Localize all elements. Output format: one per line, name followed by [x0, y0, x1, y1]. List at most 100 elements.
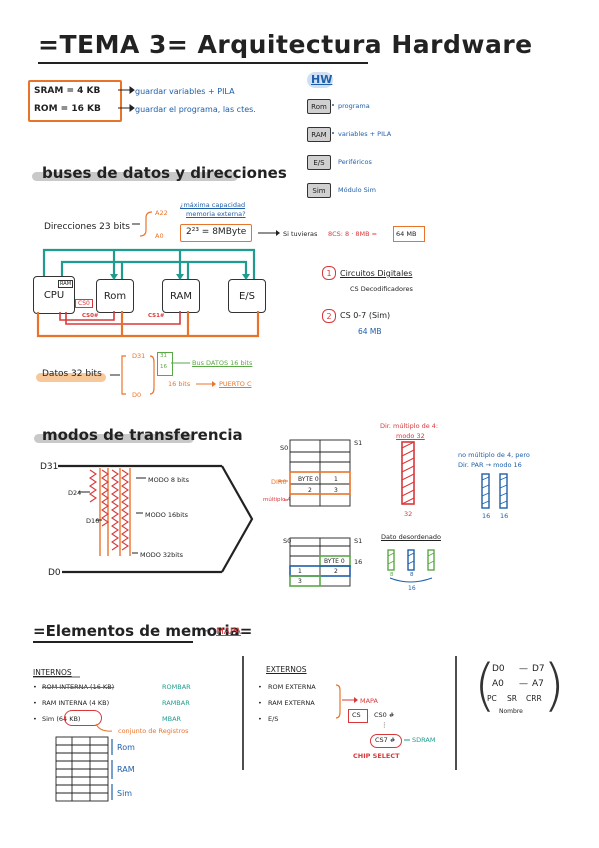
buses-heading-highlight [32, 172, 238, 181]
stack-rom: Rom [117, 743, 135, 752]
elements-heading: =Elementos de memoria= [33, 622, 253, 640]
grid2-cell-2: 2 [334, 568, 338, 575]
circ-2-title: CS 0-7 (Sim) [340, 311, 391, 320]
datos-label: Datos 32 bits [42, 369, 102, 379]
formula-box [180, 224, 252, 242]
grid2-cell-1: 1 [298, 568, 302, 575]
hw-desc-ram: variables + PILA [338, 130, 392, 138]
cs-calc: 8CS: 8 · 8MB = [328, 230, 378, 238]
max-question-1: ¿máxima capacidad [180, 201, 246, 209]
transfer-heading: modos de transferencia [42, 426, 243, 444]
dir-mult-2: modo 32 [396, 432, 425, 440]
chip-select: CHIP SELECT [353, 752, 400, 760]
grid1-cell-3: 3 [334, 487, 338, 494]
grid2-s1: S1 [354, 537, 363, 545]
internos-1-tag: RAMBAR [162, 699, 190, 707]
grid1-multiplo: múltiplo 4 [263, 497, 291, 503]
grid1-cell-0: BYTE 0 [298, 476, 319, 483]
cpu-ram-mini: RAM [58, 280, 74, 288]
sram-note: guardar variables + PILA [135, 87, 235, 96]
externos-mapa: MAPA [360, 697, 379, 705]
dato-desordenado: Dato desordenado [381, 533, 441, 541]
stack-ram: RAM [117, 765, 135, 774]
sdram-label: SDRAM [412, 736, 436, 744]
sram-size: SRAM = 4 KB [34, 86, 101, 96]
bus16-31: 31 [160, 353, 167, 359]
transfer-heading-highlight [34, 434, 194, 443]
grid1-s0: S0 [280, 444, 289, 452]
circ-1-number: 1 [322, 266, 336, 280]
hw-tag-sim: Sim [307, 183, 331, 198]
internos-0-tag: ROMBAR [162, 683, 191, 691]
hw-tag-ram: RAM [307, 127, 331, 142]
reg-crr: CRR [526, 694, 542, 703]
bar16b-label: 16 [500, 512, 509, 520]
grid2-cell-3: 3 [298, 578, 302, 585]
puerto-c: PUERTO C [219, 380, 252, 388]
stack-sim: Sim [117, 789, 133, 798]
cs-signal-0: CS0# [82, 313, 99, 319]
sim-circle [64, 710, 102, 726]
si-tuvieras: Si tuvieras [283, 230, 318, 238]
bus16-label: Bus DATOS 16 bits [192, 359, 253, 367]
reg-a0: A0 [492, 679, 504, 689]
block-ram-label: RAM [169, 290, 192, 302]
block-cpu-label: CPU [43, 289, 65, 301]
internos-2: Sim (64 KB) [42, 715, 81, 723]
page-title: =TEMA 3= Arquitectura Hardware [38, 30, 533, 59]
datos-d31: D31 [132, 352, 146, 360]
a0-label: A0 [155, 232, 164, 240]
no-mult-1: no múltiplo de 4, pero [458, 451, 530, 459]
bars2-label-0: 8 [390, 572, 394, 578]
bus16-box [157, 352, 173, 376]
cs7-label: CS7 # [375, 736, 396, 744]
datos-highlight [36, 373, 106, 382]
internos-title: INTERNOS [33, 668, 72, 677]
title-underline [38, 62, 368, 64]
block-rom-label: Rom [103, 290, 127, 302]
grid1-cell-2: 2 [308, 487, 312, 494]
externos-1: RAM EXTERNA [268, 699, 315, 707]
bits16-label: 16 bits [168, 380, 191, 388]
reg-d7: D7 [532, 664, 545, 674]
memory-sizes-box [28, 80, 122, 122]
dir-label: Direcciones 23 bits [44, 222, 130, 232]
rom-note: guardar el programa, las ctes. [135, 105, 256, 114]
externos-2: E/S [268, 715, 279, 723]
transfer-d0: D0 [48, 568, 61, 578]
transfer-modo16: MODO 16bits [145, 511, 189, 519]
conjunto-registros: conjunto de Registros [118, 727, 189, 735]
reg-d0: D0 [492, 664, 505, 674]
transfer-d31: D31 [40, 462, 59, 472]
formula: 2²³ = 8MByte [186, 227, 247, 237]
cs-box [348, 709, 368, 723]
internos-2-tag: MBAR [162, 715, 182, 723]
block-rom: Rom [96, 279, 134, 313]
circ-1-sub: CS Decodificadores [350, 285, 413, 293]
reg-a7: A7 [532, 679, 544, 689]
block-es: E/S [228, 279, 266, 313]
cs0-label: CS0 # [374, 711, 395, 719]
dir-mult-1: Dir. múltiplo de 4: [380, 422, 439, 430]
transfer-d24: D24 [68, 489, 82, 497]
grid2-cell-0: BYTE 0 [324, 558, 345, 565]
reg-pc: PC [487, 694, 497, 703]
grid2-s0: S0 [283, 537, 292, 545]
externos-0: ROM EXTERNA [268, 683, 316, 691]
grid1-s1: S1 [354, 439, 363, 447]
reg-sr: SR [507, 694, 517, 703]
bars2-label-2: 16 [408, 585, 416, 592]
bar16a-label: 16 [482, 512, 491, 520]
hw-tag-rom: Rom [307, 99, 331, 114]
transfer-modo32: MODO 32bits [140, 551, 184, 559]
circ-1-title: Circuitos Digitales [340, 269, 413, 278]
elements-mapa: MAPA [216, 627, 241, 637]
hw-desc-rom: programa [338, 102, 370, 110]
hw-heading: HW [311, 73, 333, 86]
externos-title: EXTERNOS [266, 665, 307, 674]
cs-result-box [393, 226, 425, 242]
internos-1: RAM INTERNA (4 KB) [42, 699, 110, 707]
bus16-16: 16 [160, 364, 167, 370]
block-ram: RAM [162, 279, 200, 313]
